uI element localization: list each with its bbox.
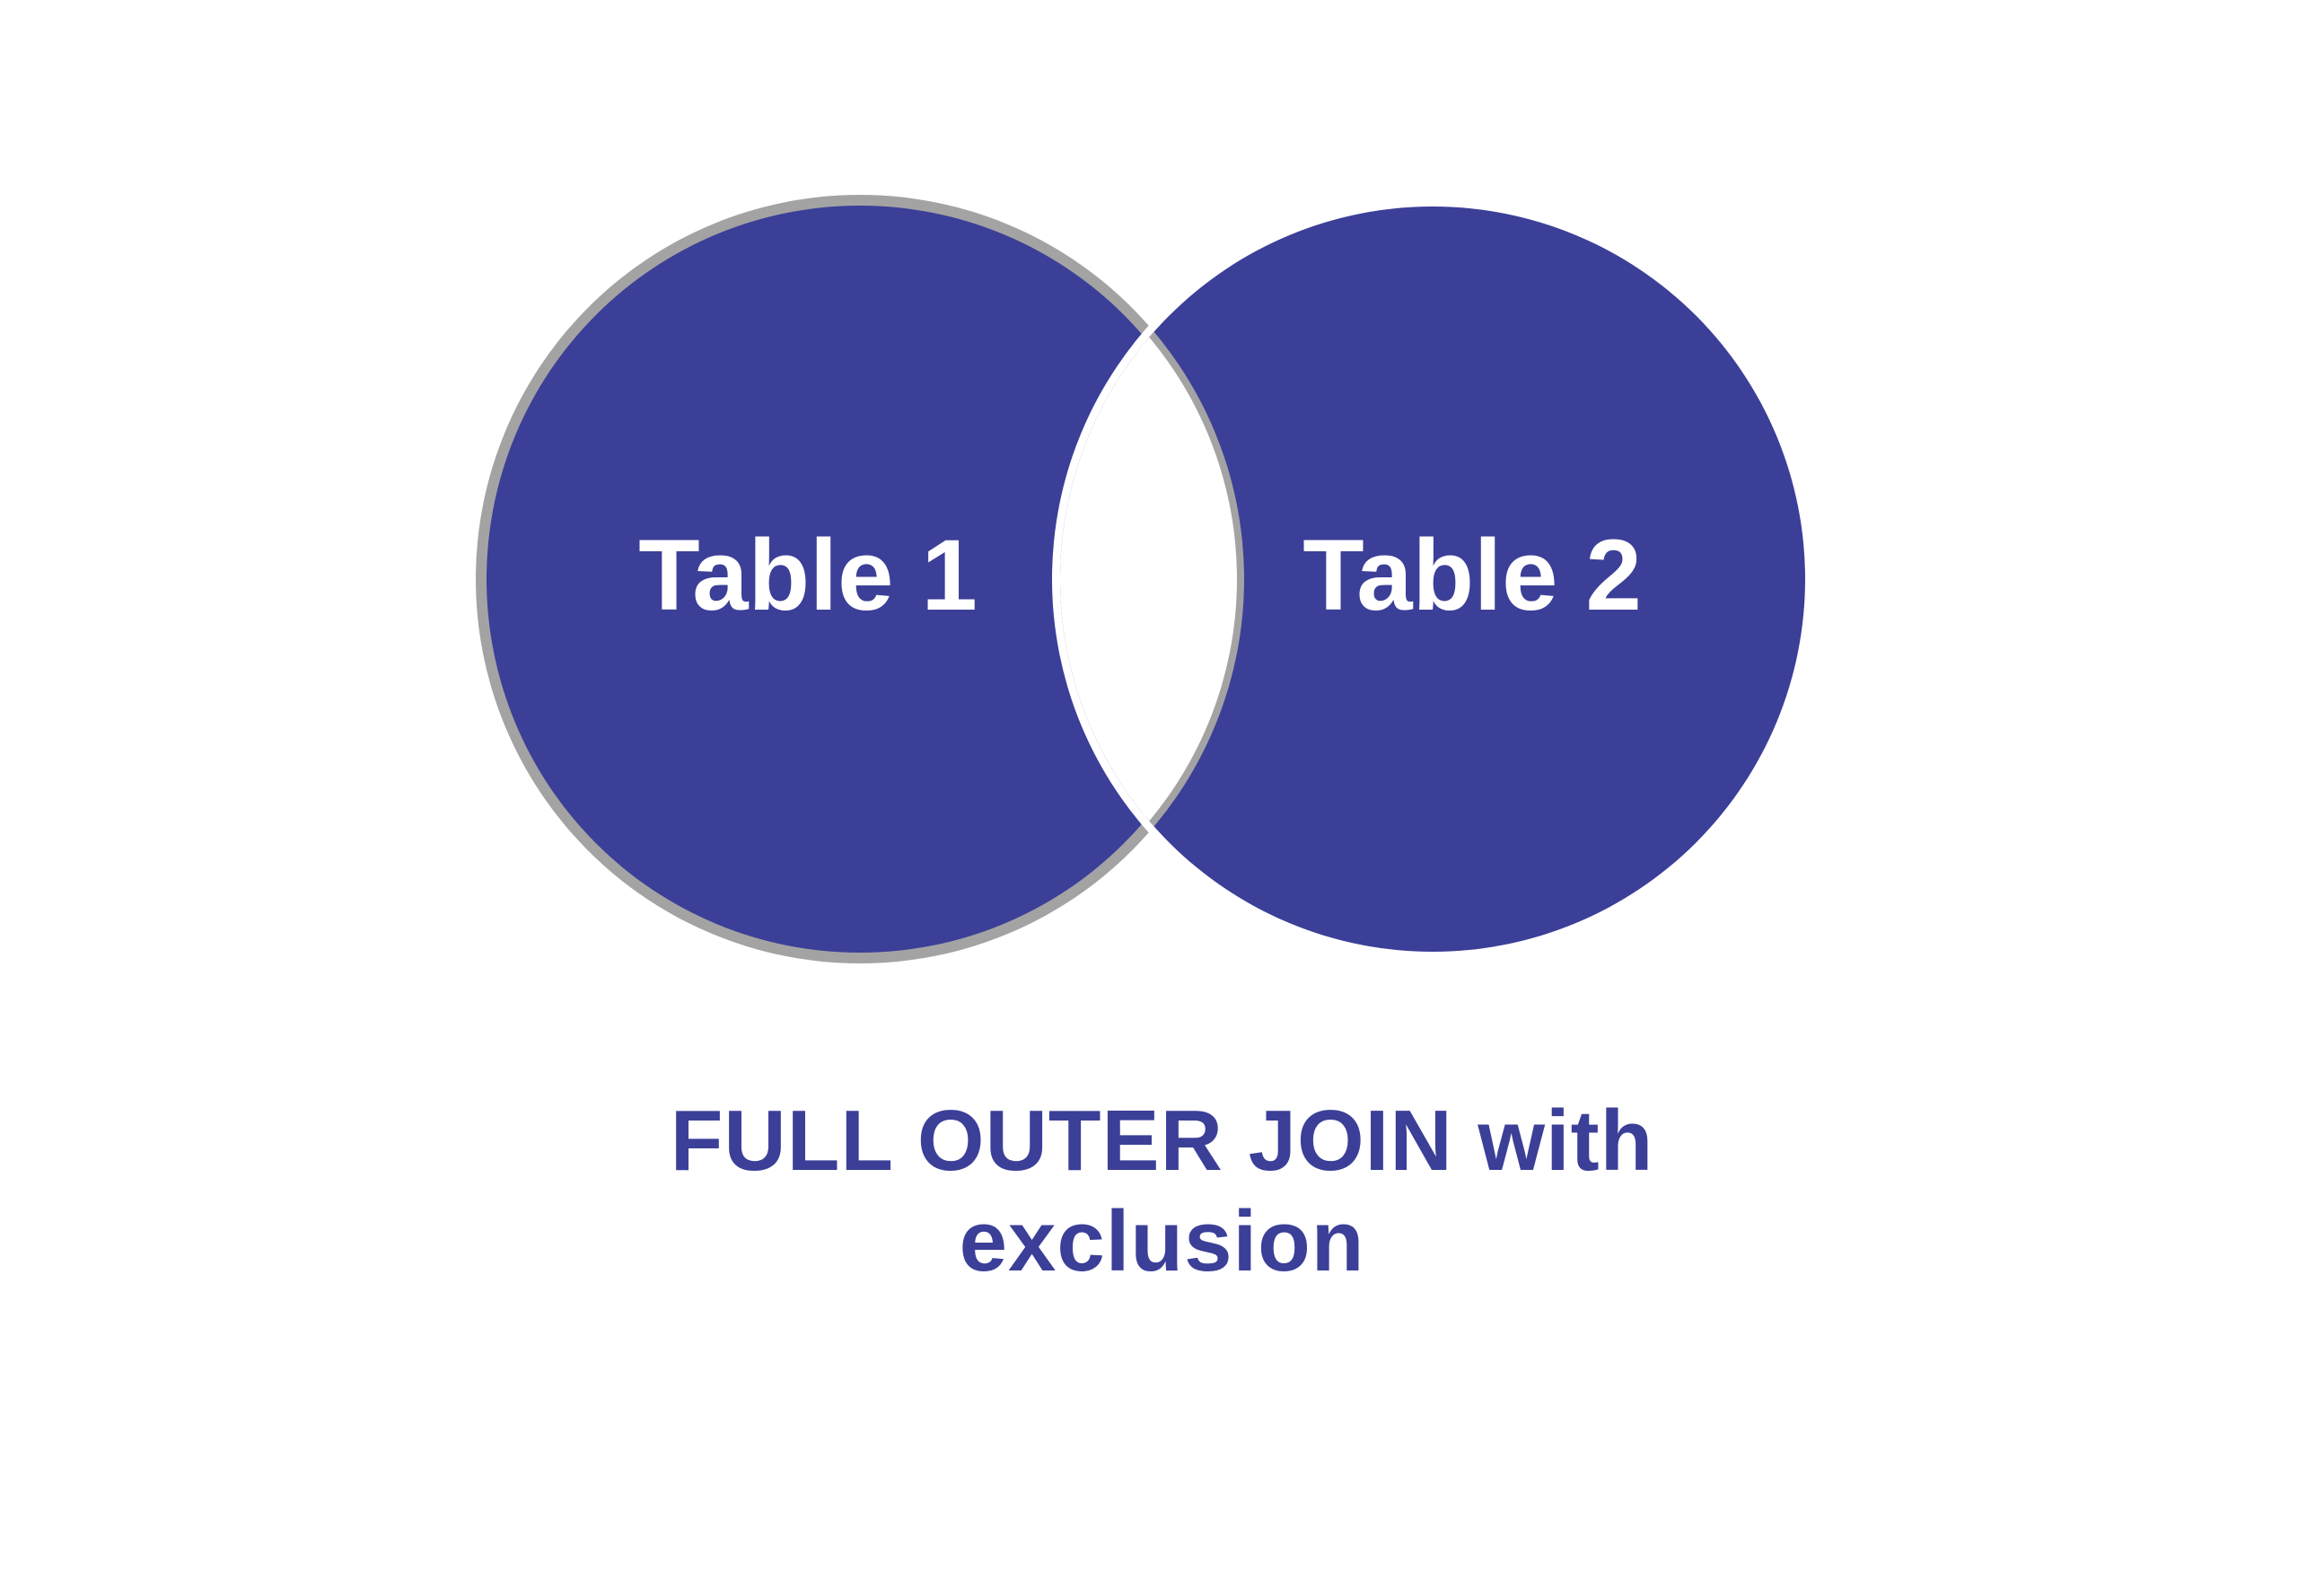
right-set-circle [1060,207,1805,952]
caption-line-2: exclusion [959,1193,1365,1289]
right-set-label: Table 2 [1302,519,1642,631]
diagram-caption: FULL OUTER JOIN with exclusion [0,1091,2324,1292]
left-set-circle [487,206,1233,953]
intersection-inner-edge [1060,208,1231,950]
caption-line-1: FULL OUTER JOIN with [670,1093,1654,1189]
left-set-label: Table 1 [638,519,978,631]
